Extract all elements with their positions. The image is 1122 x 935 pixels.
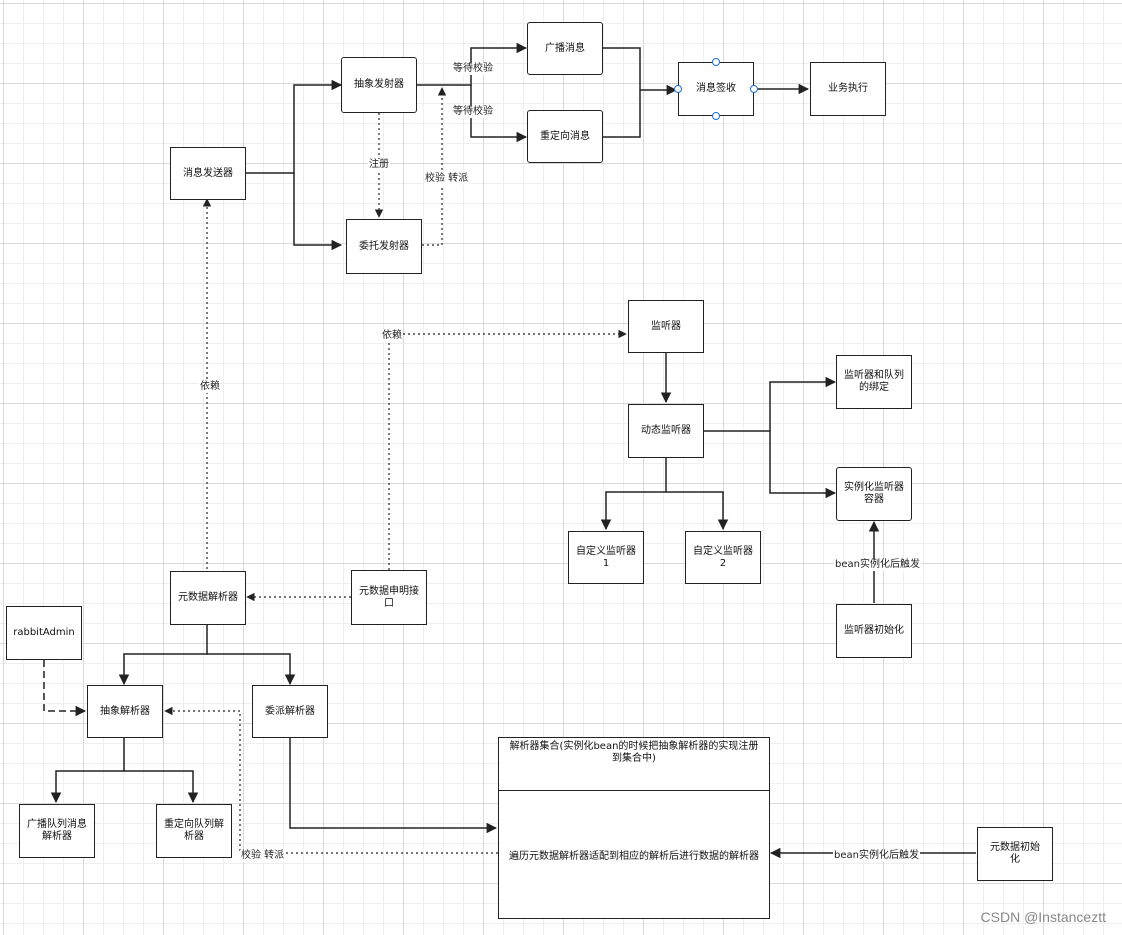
container-divider (498, 790, 770, 791)
listener-node[interactable]: 监听器 (628, 300, 704, 353)
redirect-msg-node[interactable]: 重定向消息 (527, 110, 603, 163)
edge-check-dispatch-top (422, 87, 447, 246)
msg-receive-node[interactable]: 消息签收 (678, 62, 754, 116)
port-left[interactable] (674, 85, 682, 93)
edge-dynamic-to-custom (600, 458, 667, 531)
edge-broadcast-to-receive (603, 47, 678, 96)
metadata-parser-node[interactable]: 元数据解析器 (170, 571, 246, 625)
delegate-parser-node[interactable]: 委派解析器 (252, 685, 328, 738)
label-check-dispatch-bottom: 校验 转派 (240, 850, 286, 862)
edge-dynamic-to-binding (704, 376, 837, 432)
port-top[interactable] (712, 58, 720, 66)
broadcast-msg-node[interactable]: 广播消息 (527, 22, 603, 75)
metadata-init-node[interactable]: 元数据初始 化 (977, 827, 1053, 881)
label-depends-left: 依赖 (199, 381, 221, 393)
instantiate-listener-container-node[interactable]: 实例化监听器 容器 (836, 467, 912, 521)
listener-queue-binding-node[interactable]: 监听器和队列 的绑定 (836, 355, 912, 409)
edge-dynamic-to-custom-2 (666, 491, 729, 531)
edge-abstract-parser-to-broadcast-parser (50, 737, 125, 804)
delegate-sender-node[interactable]: 委托发射器 (346, 219, 422, 274)
label-check-dispatch-top: 校验 转派 (424, 173, 470, 185)
redirect-queue-parser-node[interactable]: 重定向队列解 析器 (156, 804, 232, 858)
rabbit-admin-node[interactable]: rabbitAdmin (6, 606, 82, 660)
label-depends-middle: 依赖 (381, 330, 403, 342)
container-title: 解析器集合(实例化bean的时候把抽象解析器的实现注册到集合中) (509, 741, 759, 764)
listener-init-node[interactable]: 监听器初始化 (836, 604, 912, 658)
edge-metaparser-to-abstract (118, 624, 208, 686)
abstract-sender-node[interactable]: 抽象发射器 (341, 57, 417, 113)
label-bean-trigger-bottom: bean实例化后触发 (833, 850, 920, 862)
msg-sender-node[interactable]: 消息发送器 (170, 147, 246, 200)
parser-collection-container[interactable] (498, 737, 770, 919)
port-bottom[interactable] (712, 112, 720, 120)
edge-sender-to-delegate-sender (293, 173, 343, 251)
edge-metaparser-to-delegate (207, 653, 296, 686)
custom-listener-2-node[interactable]: 自定义监听器 2 (685, 531, 761, 584)
edge-rabbitadmin-to-abstract-parser (43, 660, 87, 717)
abstract-parser-node[interactable]: 抽象解析器 (87, 685, 163, 738)
broadcast-queue-parser-node[interactable]: 广播队列消息 解析器 (19, 804, 95, 858)
edge-abstract-parser-to-redirect-parser (124, 770, 199, 804)
watermark: CSDN @Instanceztt (980, 909, 1106, 925)
edge-redirect-to-receive (603, 90, 641, 138)
custom-listener-1-node[interactable]: 自定义监听器 1 (568, 531, 644, 584)
label-bean-trigger-right: bean实例化后触发 (834, 559, 921, 571)
edge-abstract-to-redirect (470, 85, 528, 143)
dynamic-listener-node[interactable]: 动态监听器 (628, 404, 704, 458)
metadata-decl-interface-node[interactable]: 元数据申明接 口 (351, 570, 427, 625)
label-wait-check-top: 等待校验 (452, 63, 494, 75)
edge-delegate-parser-to-container (289, 738, 498, 834)
container-body: 遍历元数据解析器适配到相应的解析后进行数据的解析器 (509, 850, 759, 862)
port-right[interactable] (750, 85, 758, 93)
biz-exec-node[interactable]: 业务执行 (810, 62, 886, 116)
label-wait-check-bottom: 等待校验 (452, 106, 494, 118)
edge-dynamic-to-instantiate (769, 431, 837, 499)
label-register: 注册 (368, 159, 390, 171)
edge-sender-to-abstract-sender (246, 79, 343, 174)
